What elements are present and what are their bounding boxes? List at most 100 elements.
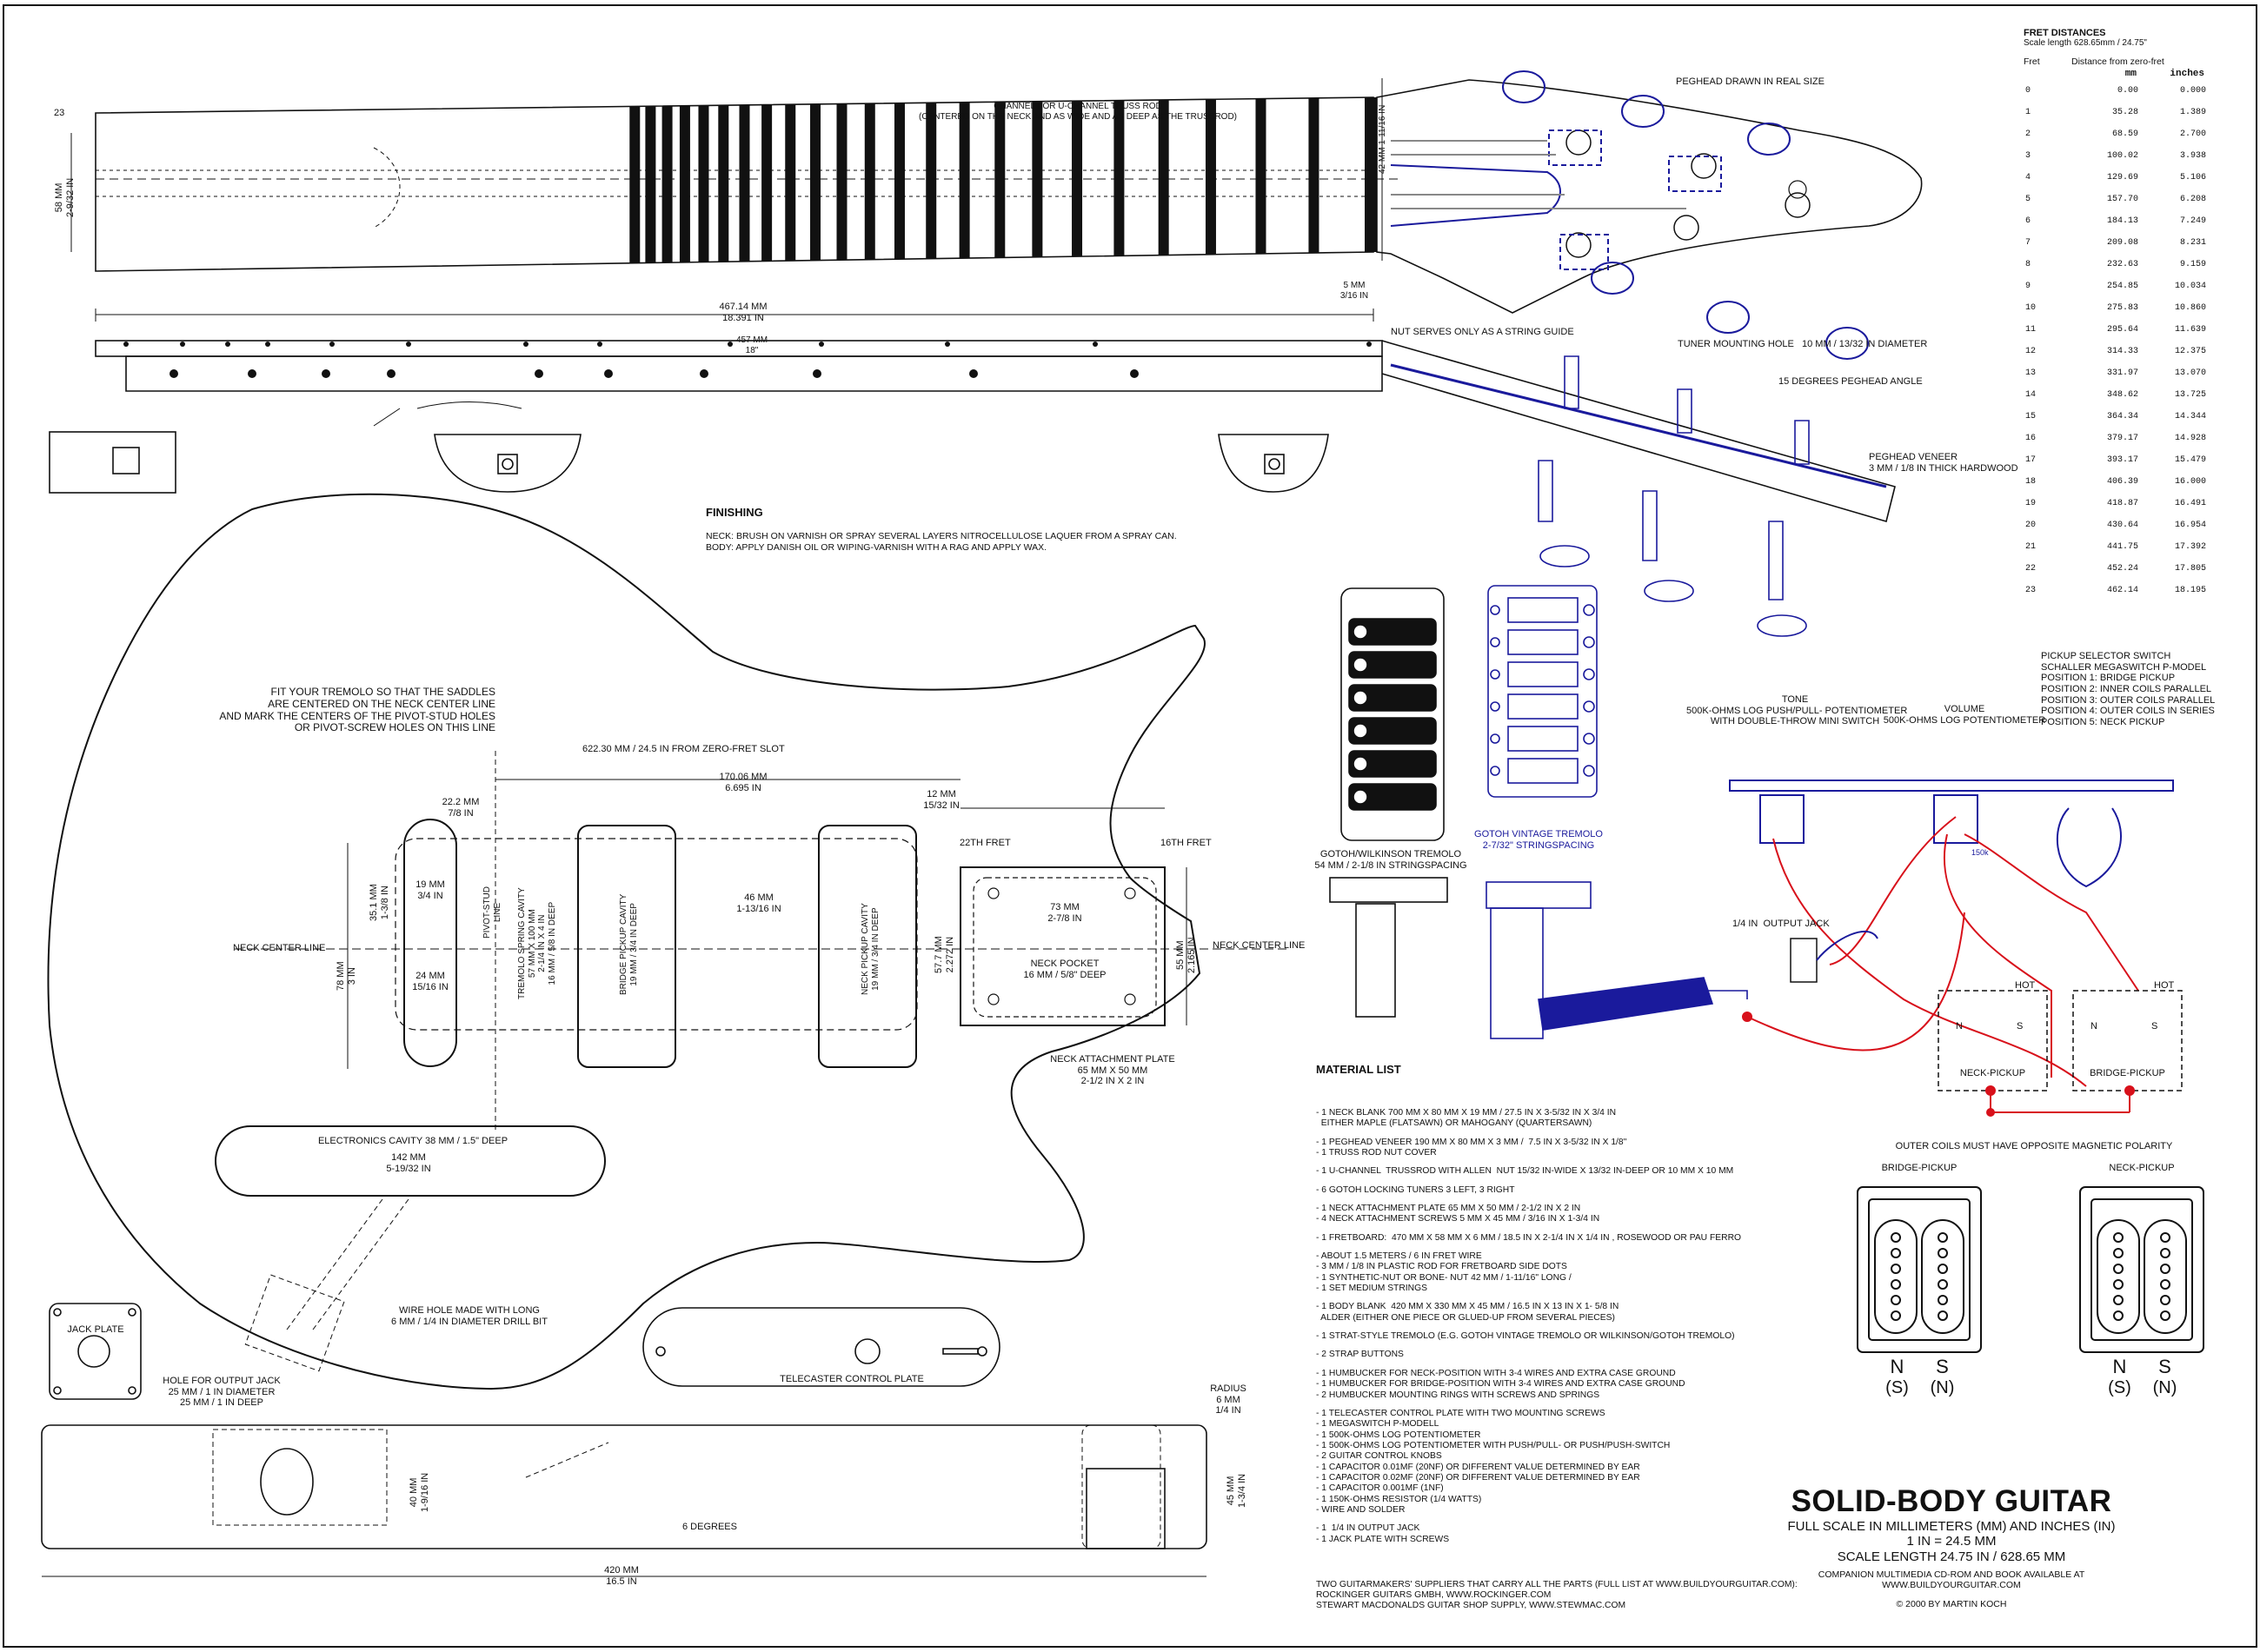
scale-length-note: SCALE LENGTH 24.75 IN / 628.65 MM <box>1837 1549 2066 1564</box>
saddle <box>1348 717 1437 745</box>
wiring-bridge-pickup: BRIDGE-PICKUP <box>2090 1068 2165 1078</box>
title-block: SOLID-BODY GUITAR FULL SCALE IN MILLIMET… <box>1773 1484 2130 1609</box>
fret-mm: 441.75 <box>2106 542 2138 552</box>
material-item: - 1 NECK BLANK 700 MM X 80 MM X 19 MM / … <box>1316 1107 1617 1129</box>
fret-inches: 14.928 <box>2174 434 2206 443</box>
neck-pole-pieces <box>2113 1232 2170 1321</box>
fret-number: 7 <box>2025 238 2031 248</box>
fretboard-length-dim: 457 MM 18" <box>735 335 768 355</box>
tuner-pegs <box>1502 70 1869 360</box>
top-dot <box>597 342 602 347</box>
tuner-side-views <box>1538 355 1810 637</box>
dim-22: 22.2 MM 7/8 IN <box>442 797 480 819</box>
pole-piece <box>2160 1232 2170 1243</box>
pole-piece <box>1938 1264 1948 1274</box>
material-item: - 6 GOTOH LOCKING TUNERS 3 LEFT, 3 RIGHT <box>1316 1184 1515 1195</box>
top-dot <box>406 342 411 347</box>
top-dot <box>523 342 528 347</box>
pole-piece <box>2160 1295 2170 1305</box>
jack-plate-label: JACK PLATE <box>67 1324 124 1335</box>
fret-inches: 13.070 <box>2174 368 2206 378</box>
fret-wire <box>810 103 821 261</box>
fret-inches: 16.954 <box>2174 521 2206 530</box>
fret-mm: 0.00 <box>2117 86 2138 96</box>
neck-pole-s: S <box>2158 1356 2171 1377</box>
suppliers-note: TWO GUITARMAKERS' SUPPLIERS THAT CARRY A… <box>1316 1579 1798 1611</box>
pole-piece <box>1891 1279 1901 1290</box>
fret-number: 0 <box>2025 86 2031 96</box>
fret-inches: 9.159 <box>2179 260 2206 269</box>
fret-inches: 16.491 <box>2174 499 2206 508</box>
peghead-angle-note: 15 DEGREES PEGHEAD ANGLE <box>1778 376 1923 387</box>
fret-inches: 15.479 <box>2174 455 2206 465</box>
fret-wire <box>894 103 905 260</box>
fret-inches: 18.195 <box>2174 586 2206 595</box>
vintage-tremolo <box>1486 585 1748 1039</box>
fret-number: 2 <box>2025 129 2031 139</box>
coil-n-neck: N <box>1956 1021 1963 1032</box>
nut-width-dim: 42 MM 1-11/16 IN <box>1378 104 1387 174</box>
truss-rod-note: CHANNEL FOR U-CHANNEL TRUSS ROD (CENTERE… <box>918 102 1237 122</box>
side-dot <box>535 369 543 378</box>
strings <box>1391 140 1686 209</box>
nut <box>1365 97 1377 252</box>
fret-inches: 0.000 <box>2179 86 2206 96</box>
control-plate-label: TELECASTER CONTROL PLATE <box>780 1374 924 1384</box>
neck-pocket-label: NECK POCKET 16 MM / 5/8" DEEP <box>1023 959 1107 980</box>
bridge-pole-n: N <box>1890 1356 1904 1377</box>
top-dot <box>180 342 185 347</box>
neck-cross-sections <box>49 431 1329 494</box>
fret-distance-table: FRET DISTANCES Scale length 628.65mm / 2… <box>2024 28 2232 607</box>
fret-inches: 16.000 <box>2174 477 2206 487</box>
fret-mm: 232.63 <box>2106 260 2138 269</box>
resistor-label: 150k <box>1971 848 1989 857</box>
vintage-saddle <box>1507 661 1579 687</box>
material-item: - 1 TELECASTER CONTROL PLATE WITH TWO MO… <box>1316 1408 1671 1515</box>
tuner-hole-note: TUNER MOUNTING HOLE 10 MM / 13/32 IN DIA… <box>1678 339 1928 349</box>
vintage-saddle <box>1507 693 1579 720</box>
vintage-tremolo-label: GOTOH VINTAGE TREMOLO 2-7/32" STRINGSPAC… <box>1474 829 1603 851</box>
fret-wire <box>761 104 773 262</box>
bridge-pole-s-alt: (N) <box>1930 1378 1955 1397</box>
coil-s-bridge: S <box>2151 1021 2158 1032</box>
fret-number: 5 <box>2025 195 2031 204</box>
fret-mm: 393.17 <box>2106 455 2138 465</box>
fret-mm: 35.28 <box>2111 108 2138 117</box>
fret-number: 20 <box>2025 521 2037 530</box>
fret-wire <box>645 106 656 263</box>
hot-label-neck: HOT <box>2015 980 2036 991</box>
fret-wire <box>698 105 709 262</box>
peghead-note: PEGHEAD DRAWN IN REAL SIZE <box>1676 76 1825 87</box>
neck-center-line-left: NECK CENTER LINE <box>233 943 326 953</box>
top-dot <box>329 342 335 347</box>
fret-mm: 157.70 <box>2106 195 2138 204</box>
tone-pot-label: TONE 500K-OHMS LOG PUSH/PULL- POTENTIOME… <box>1686 694 1908 727</box>
finishing-title: FINISHING <box>706 506 763 519</box>
nut-gap-dim: 5 MM 3/16 IN <box>1339 281 1369 301</box>
material-item: - 1 FRETBOARD: 470 MM X 58 MM X 6 MM / 1… <box>1316 1232 1742 1243</box>
output-jack-label: 1/4 IN OUTPUT JACK <box>1732 919 1830 929</box>
fretboard-top-dots <box>123 342 1372 347</box>
finishing-neck: NECK: BRUSH ON VARNISH OR SPRAY SEVERAL … <box>706 531 1177 541</box>
wiring-diagram <box>1729 780 2183 1117</box>
sheet-border <box>3 4 2257 1648</box>
fret-number: 14 <box>2025 390 2037 400</box>
fret-number: 4 <box>2025 173 2031 182</box>
humbucker-neck <box>2079 1186 2204 1353</box>
fret-number: 15 <box>2025 412 2037 421</box>
side-dot <box>387 369 396 378</box>
side-dot <box>170 369 178 378</box>
fret-mm: 254.85 <box>2106 282 2138 291</box>
saddle <box>1348 783 1437 811</box>
fret-wire <box>836 103 848 261</box>
tremolo-cavity-label: TREMOLO SPRING CAVITY 57 MM X 100 MM 2-1… <box>517 887 557 999</box>
neck-width-dim: 58 MM 2-9/32 IN <box>54 177 76 217</box>
dim-57-7: 57.7 MM 2.272 IN <box>934 936 955 973</box>
fret-number: 9 <box>2025 282 2031 291</box>
fret-wire <box>661 105 673 263</box>
